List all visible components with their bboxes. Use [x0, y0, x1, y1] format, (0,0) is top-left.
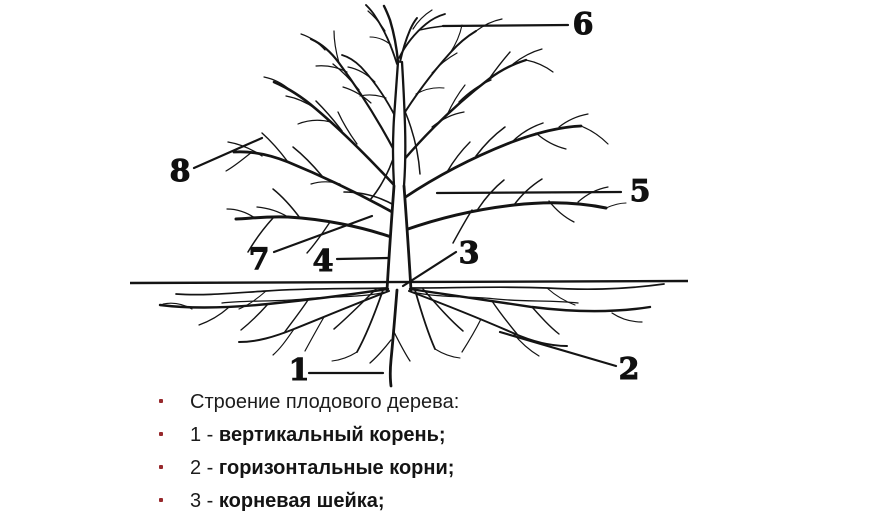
legend-item-2: 2 - горизонтальные корни;: [0, 457, 871, 490]
diagram-label-1: 1: [288, 353, 310, 388]
legend-item-label: вертикальный корень;: [218, 424, 446, 446]
legend-item-3: 3 - корневая шейка;: [0, 490, 871, 523]
diagram-label-5: 5: [629, 174, 651, 209]
diagram-label-8: 8: [169, 154, 191, 189]
diagram-label-6: 6: [572, 7, 594, 42]
legend-item-label: корневая шейка;: [218, 490, 385, 512]
legend-title-row: Строение плодового дерева:: [0, 391, 871, 424]
legend-item-text: 1 - вертикальный корень;: [190, 424, 446, 447]
diagram-label-3: 3: [458, 236, 480, 271]
tree-diagram: 6 8 5 7 4 3 1 2: [129, 4, 689, 388]
legend-item-text: 2 - горизонтальные корни;: [190, 457, 454, 480]
legend-title: Строение плодового дерева:: [190, 391, 460, 413]
legend-item-label: горизонтальные корни;: [218, 457, 455, 479]
bullet-icon: [159, 399, 163, 403]
legend-list: Строение плодового дерева: 1 - вертикаль…: [0, 391, 871, 523]
legend-item-number: 2 -: [190, 457, 219, 479]
legend-item-text: 3 - корневая шейка;: [190, 490, 385, 513]
bullet-icon: [159, 498, 163, 502]
label-leader-lines: [192, 23, 623, 375]
diagram-label-4: 4: [312, 244, 334, 279]
legend-item-number: 3 -: [190, 490, 219, 512]
diagram-label-7: 7: [248, 242, 270, 277]
bullet-icon: [159, 465, 163, 469]
legend-item-1: 1 - вертикальный корень;: [0, 424, 871, 457]
legend-item-number: 1 -: [190, 424, 219, 446]
bullet-icon: [159, 432, 163, 436]
tree-drawing: [129, 4, 689, 388]
diagram-label-2: 2: [618, 352, 640, 387]
